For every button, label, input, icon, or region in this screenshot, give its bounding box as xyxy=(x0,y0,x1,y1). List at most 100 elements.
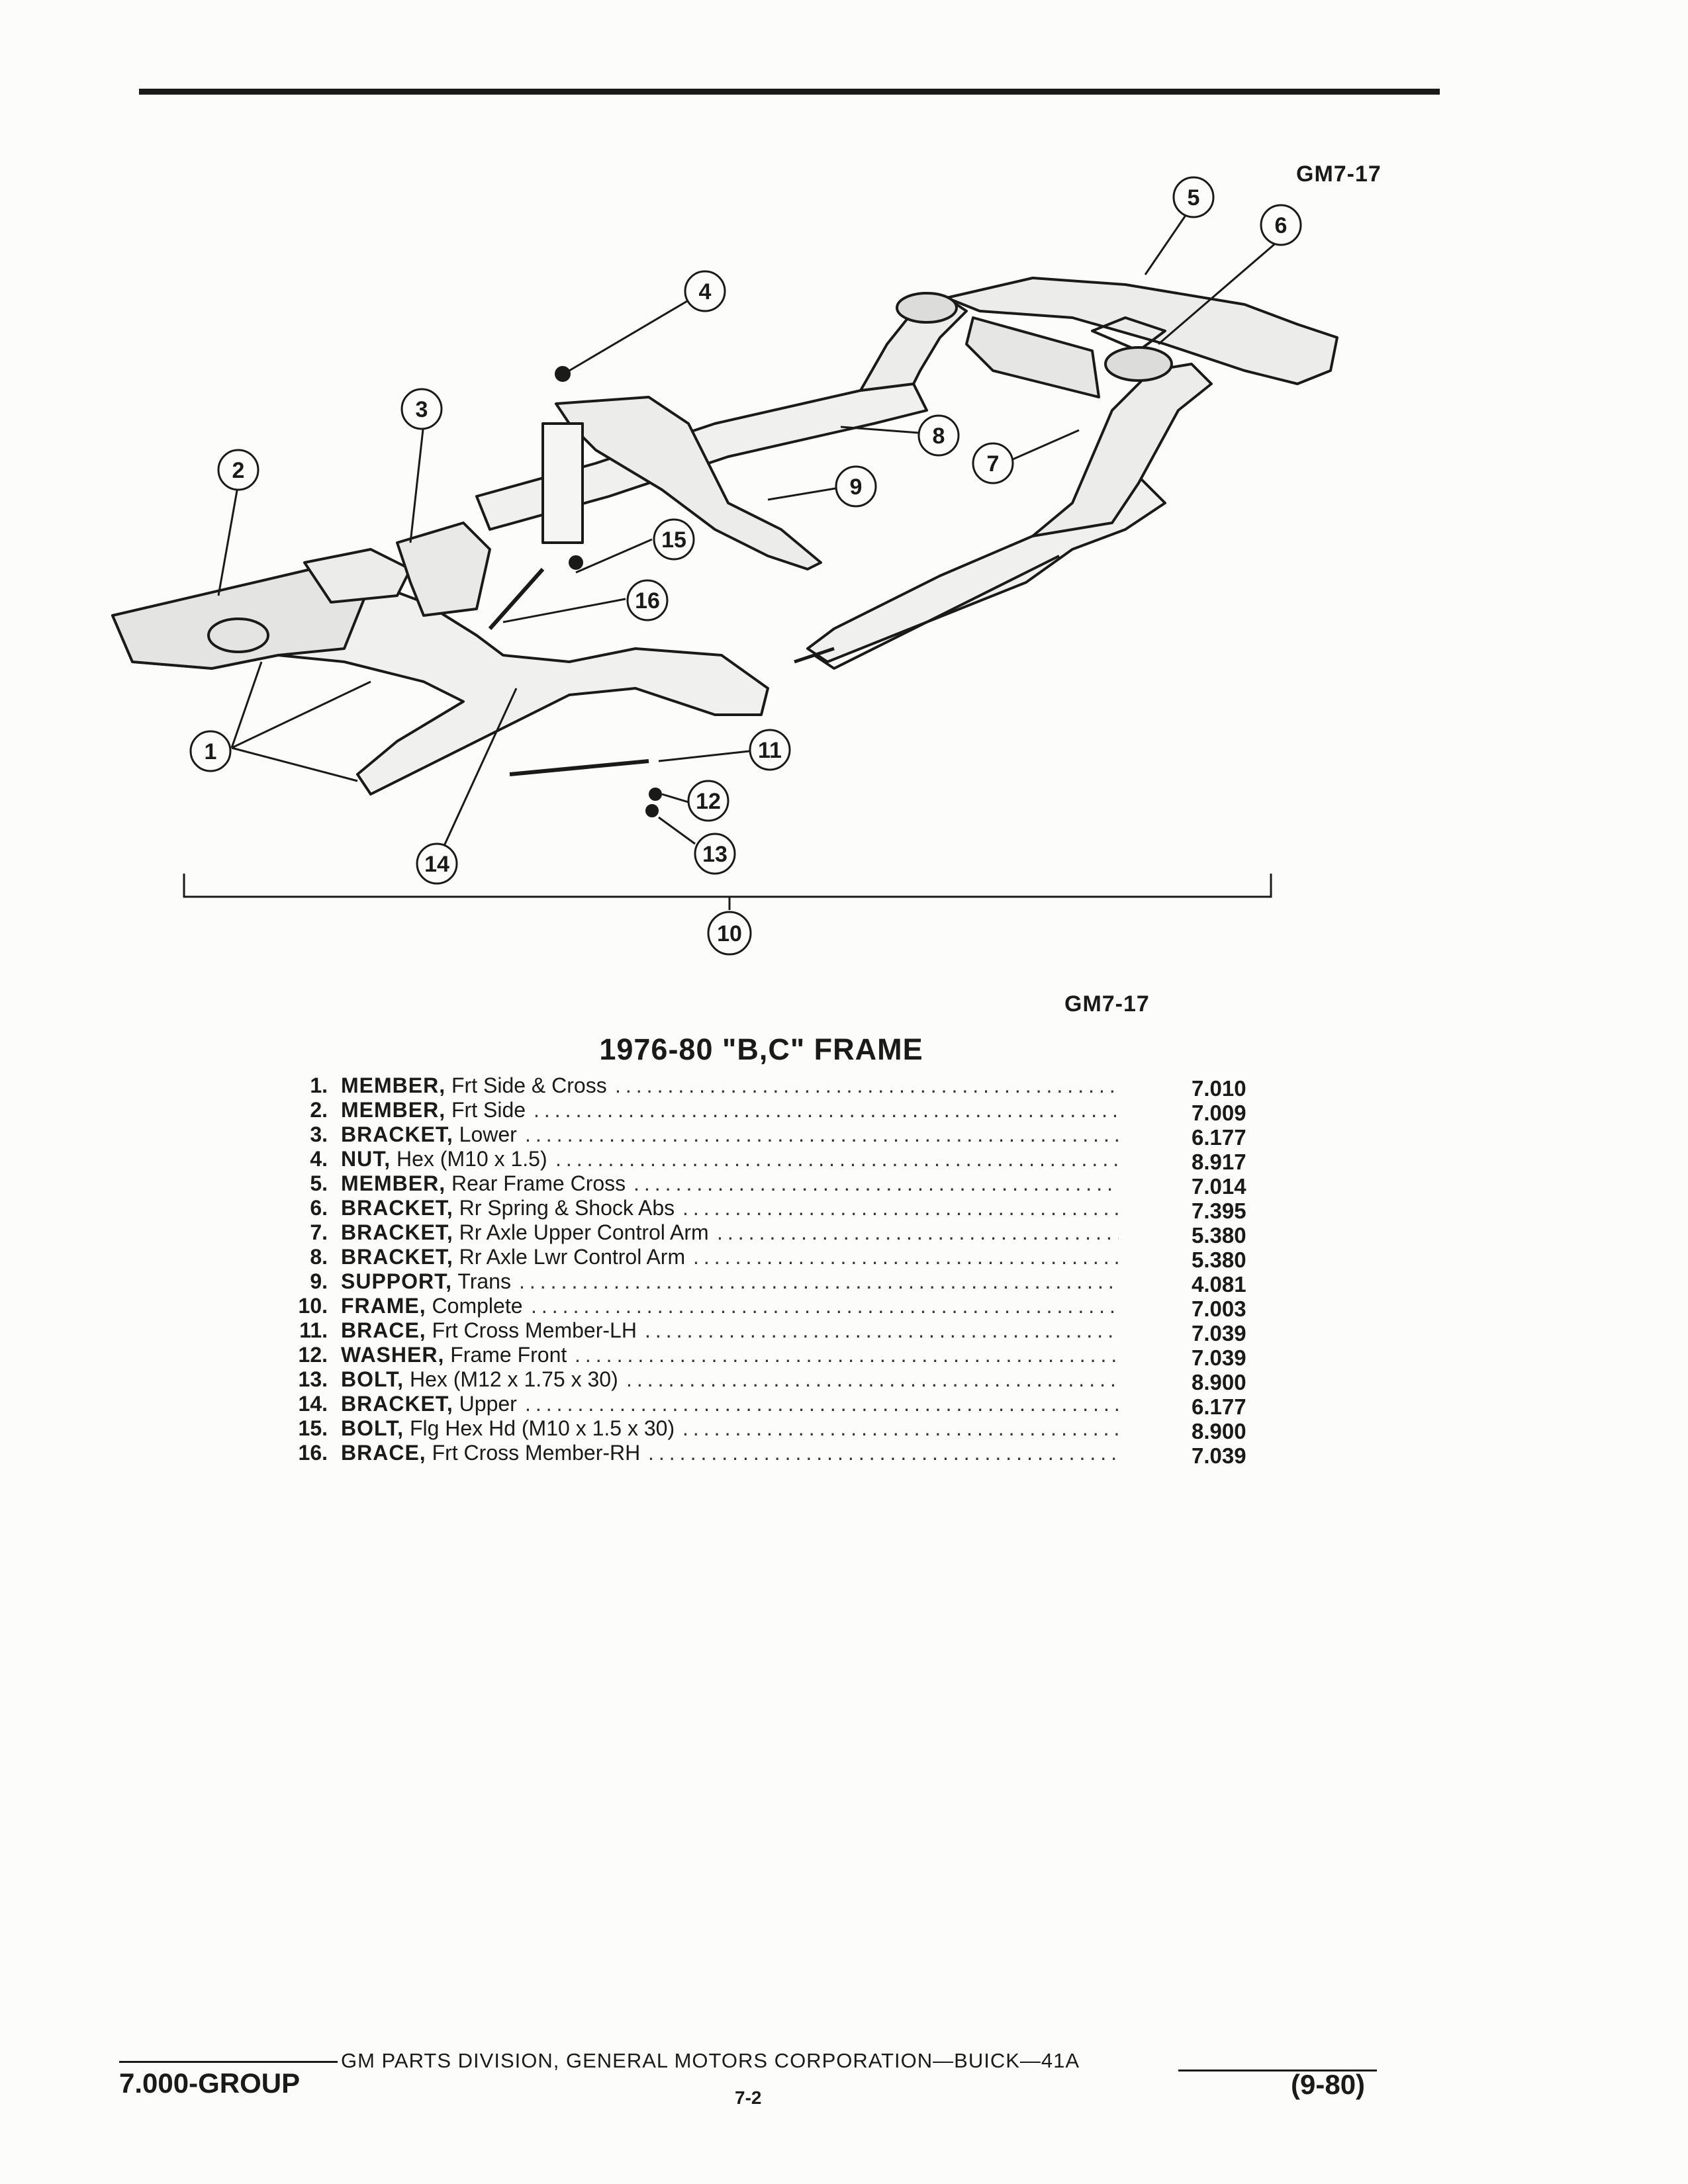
part-name: NUT, xyxy=(341,1147,391,1171)
part-detail: Hex (M12 x 1.75 x 30) xyxy=(409,1367,618,1391)
part-number: 16. xyxy=(298,1441,328,1465)
part-name: SUPPORT, xyxy=(341,1269,453,1293)
part-name: BOLT, xyxy=(341,1367,404,1391)
figure-code-top: GM7-17 xyxy=(1296,161,1382,187)
part-description: MEMBER, Frt Side & Cross xyxy=(341,1073,607,1098)
part-number: 11. xyxy=(299,1318,328,1342)
callout-4: 4 xyxy=(684,270,726,312)
part-description: MEMBER, Frt Side xyxy=(341,1098,526,1122)
part-name: MEMBER, xyxy=(341,1098,446,1122)
part-description: WASHER, Frame Front xyxy=(341,1343,567,1367)
svg-text:10: 10 xyxy=(717,921,742,946)
svg-text:15: 15 xyxy=(661,527,686,553)
part-number: 12. xyxy=(298,1343,328,1367)
svg-text:7: 7 xyxy=(987,451,1000,477)
part-description: BRACE, Frt Cross Member-LH xyxy=(341,1318,637,1343)
part-detail: Complete xyxy=(432,1294,523,1318)
svg-text:9: 9 xyxy=(850,475,863,500)
svg-text:4: 4 xyxy=(699,279,712,304)
top-rule xyxy=(139,89,1440,95)
leader-dots: ........................................… xyxy=(633,1171,1119,1195)
part-number: 4. xyxy=(310,1147,328,1171)
part-name: BOLT, xyxy=(341,1416,404,1440)
svg-text:5: 5 xyxy=(1188,185,1200,210)
part-row: 4.NUT, Hex (M10 x 1.5)8.917.............… xyxy=(265,1147,1284,1174)
leader-dots: ........................................… xyxy=(645,1318,1119,1342)
leader-dots: ........................................… xyxy=(615,1073,1119,1097)
leader-dots: ........................................… xyxy=(525,1392,1119,1416)
figure-code-bottom: GM7-17 xyxy=(1064,991,1150,1017)
section-title: 1976-80 "B,C" FRAME xyxy=(599,1032,923,1066)
part-description: BOLT, Flg Hex Hd (M10 x 1.5 x 30) xyxy=(341,1416,675,1441)
part-name: BRACKET, xyxy=(341,1220,453,1244)
part-detail: Frt Side xyxy=(451,1098,526,1122)
part-name: FRAME, xyxy=(341,1294,426,1318)
leader-dots: ........................................… xyxy=(682,1196,1119,1220)
part-detail: Rr Spring & Shock Abs xyxy=(459,1196,675,1220)
svg-text:13: 13 xyxy=(702,842,727,867)
part-description: BRACKET, Rr Axle Upper Control Arm xyxy=(341,1220,709,1245)
part-name: BRACKET, xyxy=(341,1122,453,1146)
part-group-code: 7.014 xyxy=(1192,1174,1246,1199)
leader-dots: ........................................… xyxy=(575,1343,1119,1367)
part-number: 9. xyxy=(310,1269,328,1293)
part-number: 7. xyxy=(310,1220,328,1244)
part-row: 15. BOLT, Flg Hex Hd (M10 x 1.5 x 30) 8.90… xyxy=(265,1416,1284,1443)
part-detail: Frt Side & Cross xyxy=(451,1073,607,1097)
part-group-code: 6.177 xyxy=(1192,1125,1246,1150)
part-detail: Frt Cross Member-RH xyxy=(432,1441,641,1465)
part-description: BRACKET, Rr Axle Lwr Control Arm xyxy=(341,1245,685,1269)
part-group-code: 7.039 xyxy=(1192,1345,1246,1370)
part-group-code: 5.380 xyxy=(1192,1248,1246,1272)
callout-13: 13 xyxy=(694,833,736,875)
frame-diagram: 1 2 3 4 5 6 7 8 9 10 11 12 13 14 15 16 xyxy=(111,176,1338,956)
leader-dots: ........................................… xyxy=(717,1220,1119,1244)
leader-dots: ........................................… xyxy=(693,1245,1119,1269)
part-group-code: 7.395 xyxy=(1192,1199,1246,1223)
parts-list: 1. MEMBER, Frt Side & Cross 7.010.........… xyxy=(265,1073,1284,1468)
part-description: SUPPORT, Trans xyxy=(341,1269,511,1294)
frame-drawing xyxy=(111,277,1338,817)
part-number: 1. xyxy=(310,1073,328,1097)
part-group-code: 4.081 xyxy=(1192,1272,1246,1297)
part-detail: Flg Hex Hd (M10 x 1.5 x 30) xyxy=(409,1416,675,1440)
part-detail: Rr Axle Upper Control Arm xyxy=(459,1220,709,1244)
part-description: BRACKET, Lower xyxy=(341,1122,517,1147)
footer-group: 7.000-GROUP xyxy=(119,2068,301,2099)
part-number: 14. xyxy=(298,1392,328,1416)
leader-dots: ........................................… xyxy=(534,1098,1119,1122)
svg-text:2: 2 xyxy=(232,458,245,483)
part-group-code: 7.039 xyxy=(1192,1443,1246,1468)
part-row: 13.BOLT, Hex (M12 x 1.75 x 30)8.900.....… xyxy=(265,1367,1284,1394)
part-description: BRACE, Frt Cross Member-RH xyxy=(341,1441,640,1465)
svg-text:16: 16 xyxy=(635,588,660,614)
callout-2: 2 xyxy=(217,449,259,491)
svg-text:1: 1 xyxy=(205,739,217,764)
leader-dots: ........................................… xyxy=(555,1147,1119,1171)
part-description: FRAME, Complete xyxy=(341,1294,523,1318)
part-group-code: 7.010 xyxy=(1192,1076,1246,1101)
footer-rule-right xyxy=(1178,2070,1377,2071)
part-description: MEMBER, Rear Frame Cross xyxy=(341,1171,626,1196)
part-group-code: 5.380 xyxy=(1192,1223,1246,1248)
leader-dots: ........................................… xyxy=(525,1122,1119,1146)
part-group-code: 6.177 xyxy=(1192,1394,1246,1419)
callout-5: 5 xyxy=(1172,176,1215,218)
part-description: BRACKET, Upper xyxy=(341,1392,517,1416)
svg-text:11: 11 xyxy=(758,738,782,763)
part-group-code: 7.039 xyxy=(1192,1321,1246,1345)
footer-rule-left xyxy=(119,2061,338,2063)
svg-text:8: 8 xyxy=(933,424,945,449)
callout-11: 11 xyxy=(749,729,791,771)
leader-dots: ........................................… xyxy=(519,1269,1119,1293)
part-number: 15. xyxy=(298,1416,328,1440)
part-detail: Frame Front xyxy=(450,1343,567,1367)
svg-text:14: 14 xyxy=(424,852,449,877)
part-group-code: 8.900 xyxy=(1192,1419,1246,1443)
